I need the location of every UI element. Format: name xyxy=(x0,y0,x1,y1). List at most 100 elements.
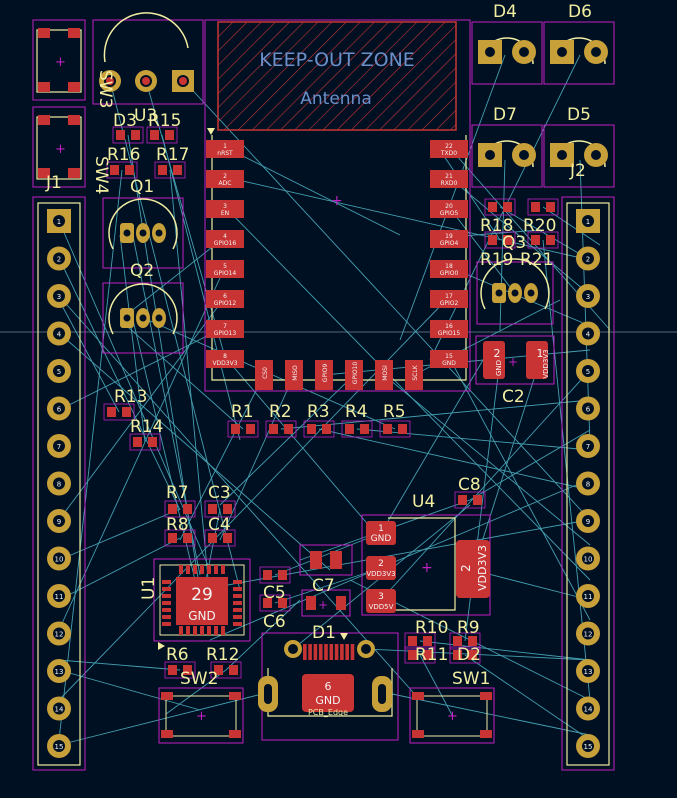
ratsnest-line xyxy=(209,479,589,641)
transistor-outline xyxy=(108,198,178,250)
ref-q2: Q2 xyxy=(130,261,154,281)
ref-j1: J1 xyxy=(45,173,62,193)
ratsnest-line xyxy=(472,359,541,571)
module-pad-number: 4 xyxy=(223,233,227,240)
header-drill xyxy=(53,440,65,452)
ratsnest-line xyxy=(58,669,201,711)
svg-text:6: 6 xyxy=(325,680,332,693)
passive-courtyard xyxy=(154,161,186,179)
transistor-drill xyxy=(155,229,163,237)
ref-r12: R12 xyxy=(206,645,239,665)
module-bottom-pad-name: MISO xyxy=(292,365,299,381)
ref-r8: R8 xyxy=(166,515,189,535)
header-drill xyxy=(582,402,594,415)
module-pad-number: 16 xyxy=(445,323,453,330)
module-pad-name: GPIO13 xyxy=(214,330,237,337)
ref-r15: R15 xyxy=(148,111,181,131)
module-pad-number: 5 xyxy=(223,263,227,270)
passive-pad xyxy=(116,130,125,140)
qfn-pin xyxy=(207,626,211,635)
svg-text:1: 1 xyxy=(378,524,384,534)
passive-pad xyxy=(110,165,119,175)
svg-text:GND: GND xyxy=(315,694,340,707)
module-pad-name: GPIO15 xyxy=(438,330,461,337)
passive-pad xyxy=(231,424,240,434)
transistor-drill xyxy=(511,289,519,297)
usb-pin xyxy=(345,644,349,660)
ref-r13: R13 xyxy=(114,387,147,407)
svg-text:VDD3V3: VDD3V3 xyxy=(542,349,550,378)
passive-pad xyxy=(284,424,293,434)
svg-text:+: + xyxy=(318,598,328,612)
module-pad-name: ADC xyxy=(219,180,232,187)
passive-courtyard xyxy=(164,500,196,518)
passive-pad xyxy=(345,424,354,434)
header-pin-number: 6 xyxy=(586,406,591,414)
svg-text:29: 29 xyxy=(191,585,213,605)
passive-courtyard xyxy=(106,161,138,179)
module-pad-name: EN xyxy=(221,210,229,217)
header-pin-number: 14 xyxy=(584,706,593,714)
header-drill xyxy=(582,515,594,527)
qfn-pin xyxy=(221,565,225,574)
header-pin-number: 1 xyxy=(57,218,61,226)
qfn-pin xyxy=(162,580,171,584)
passive-courtyard xyxy=(379,420,411,438)
module-pad xyxy=(430,230,468,248)
header-pin-number: 8 xyxy=(57,481,61,489)
header-drill xyxy=(582,627,594,640)
module-pad xyxy=(206,290,244,308)
header-drill xyxy=(582,290,594,302)
header-drill xyxy=(582,665,594,677)
passive-pad xyxy=(383,424,392,434)
passive-pad xyxy=(263,570,272,580)
ratsnest-line xyxy=(219,374,355,506)
ratsnest-line xyxy=(464,654,591,741)
header-pin-number: 3 xyxy=(586,293,590,301)
usb-pin xyxy=(303,644,307,660)
ref-c7: C7 xyxy=(312,576,335,596)
module-pad-number: 8 xyxy=(223,353,227,360)
header-drill xyxy=(53,702,65,715)
ratsnest-line xyxy=(380,369,591,601)
qfn-pin xyxy=(233,587,242,591)
transistor-drill xyxy=(495,289,503,297)
passive-pad xyxy=(408,650,417,660)
qfn-pin xyxy=(193,626,197,635)
passive-pad xyxy=(263,598,272,608)
header-drill xyxy=(582,327,594,340)
transistor-drill xyxy=(139,229,147,237)
transistor-drill xyxy=(123,314,131,322)
ratsnest-line xyxy=(219,374,295,541)
header-pin-number: 12 xyxy=(584,631,593,639)
ref-r17: R17 xyxy=(156,145,189,165)
ref-u1: U1 xyxy=(139,577,159,600)
passive-courtyard xyxy=(164,661,196,679)
header-pin-number: 4 xyxy=(57,331,62,339)
ref-r4: R4 xyxy=(345,402,368,422)
module-pad-name: RXD0 xyxy=(441,180,458,187)
smd-passives xyxy=(103,126,559,679)
header-outline xyxy=(566,202,610,766)
ratsnest-line xyxy=(58,332,331,571)
ratsnest-line xyxy=(58,537,181,601)
svg-text:2: 2 xyxy=(494,347,501,360)
passive-pad xyxy=(223,504,232,514)
transistor-drill xyxy=(123,229,131,237)
sw3-footprint: + xyxy=(32,19,86,101)
ratsnest-line xyxy=(224,146,401,236)
module-pad xyxy=(206,170,244,188)
svg-text:3: 3 xyxy=(378,592,384,602)
usb-pin xyxy=(340,644,344,660)
qfn-pin xyxy=(233,608,242,612)
module-bottom-pad-name: GPIO9 xyxy=(322,364,329,383)
header-pin-number: 1 xyxy=(586,218,590,226)
qfn-pin xyxy=(214,565,218,574)
module-pad-number: 1 xyxy=(223,143,227,150)
tht-leds xyxy=(471,21,615,188)
ref-r11: R11 xyxy=(415,645,448,665)
module-pad xyxy=(430,200,468,218)
ref-d5: D5 xyxy=(567,105,591,125)
